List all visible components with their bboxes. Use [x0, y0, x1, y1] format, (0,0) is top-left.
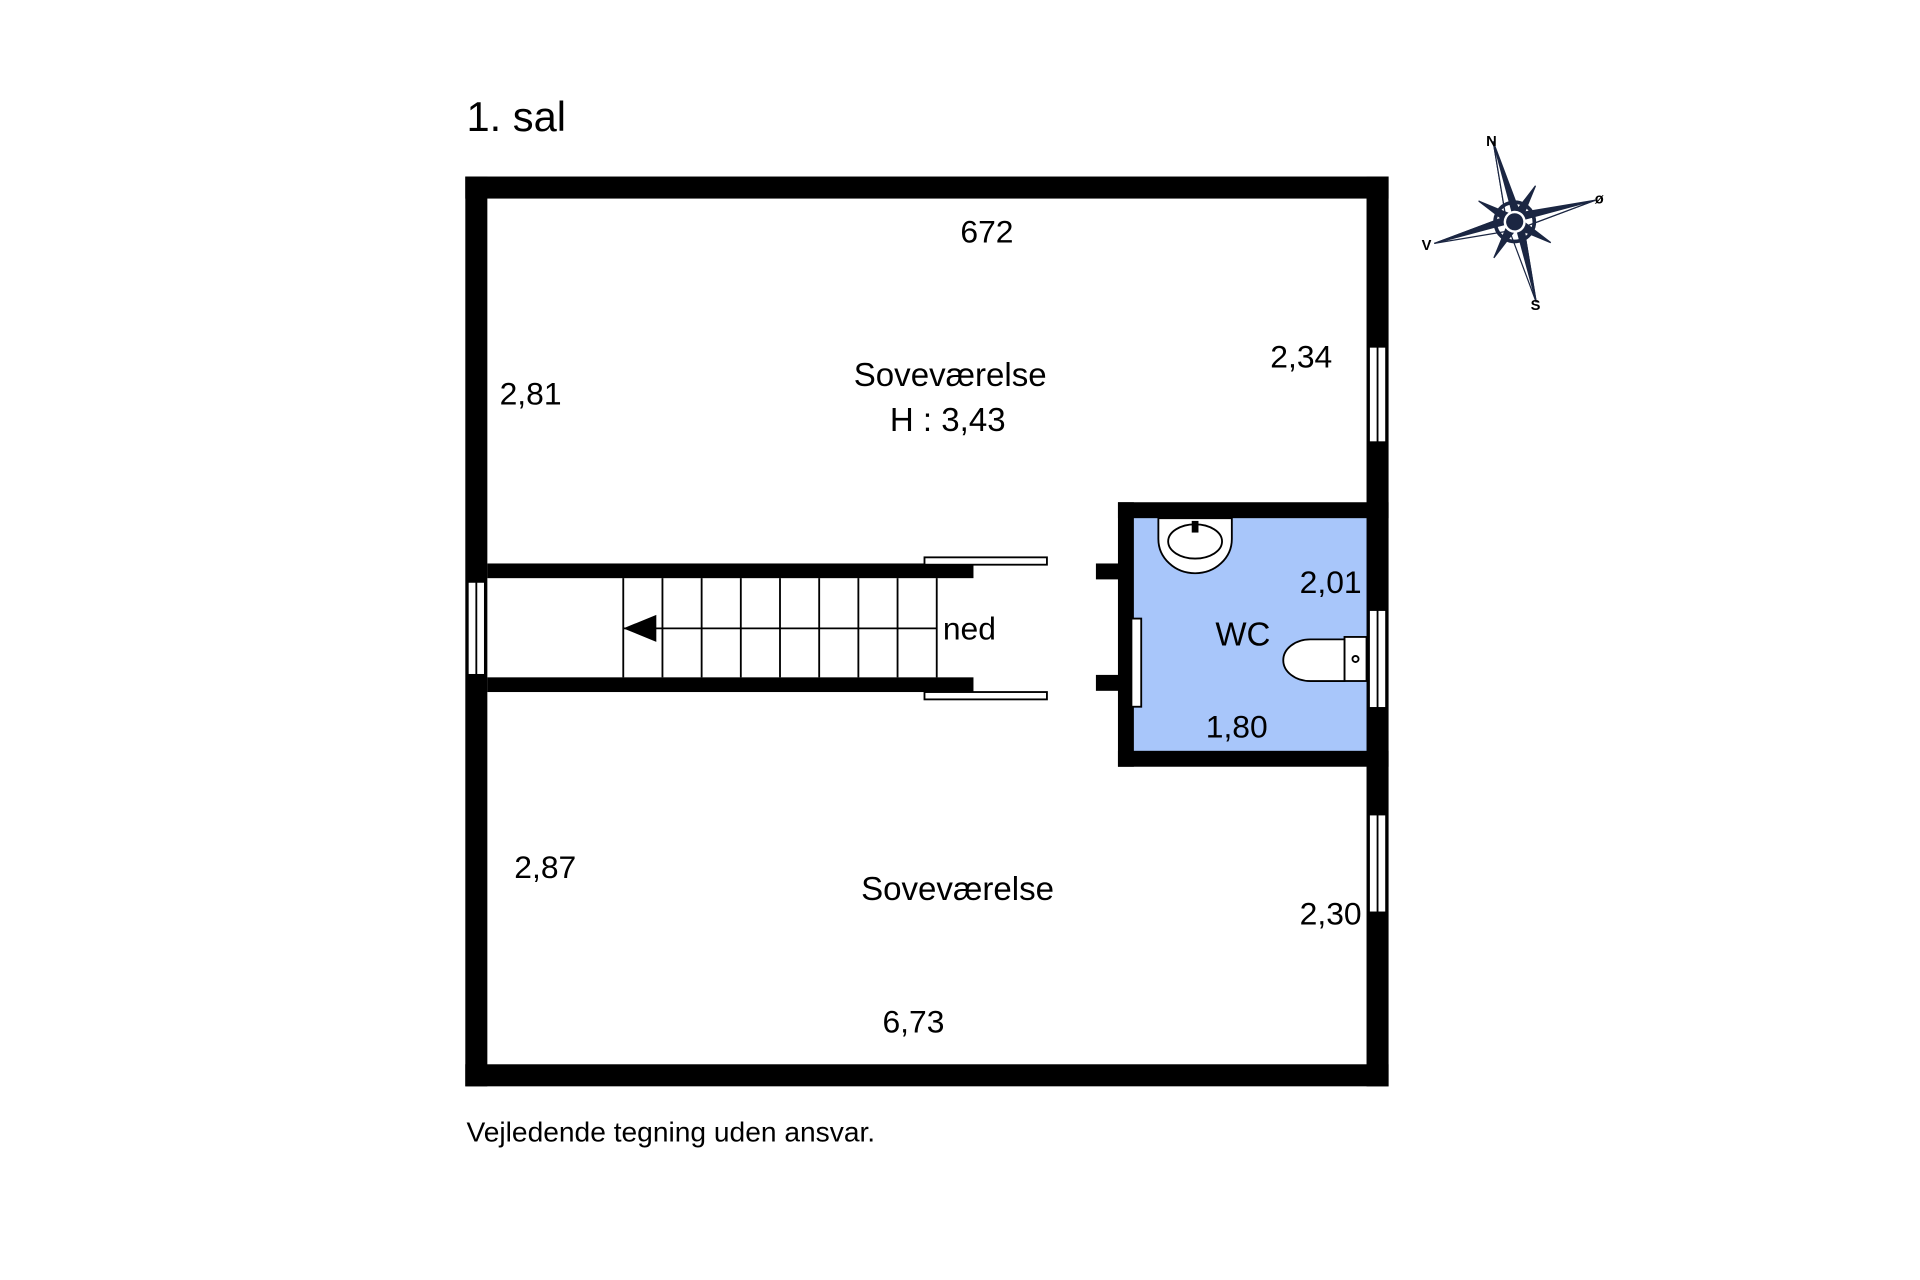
stairs-label: ned: [943, 610, 996, 646]
door-sills: [923, 556, 1048, 701]
compass-north: N: [1486, 134, 1497, 150]
stair-arrow-icon: [623, 614, 657, 642]
upper-dim-left: 2,81: [500, 375, 562, 411]
compass-south: S: [1531, 298, 1541, 314]
lower-dim-right: 2,30: [1300, 896, 1362, 932]
compass-west: V: [1422, 238, 1432, 254]
upper-dim-right: 2,34: [1270, 339, 1332, 375]
staircase: [622, 578, 938, 678]
windows: [466, 345, 1388, 914]
wc-dim-right: 2,01: [1300, 564, 1362, 600]
upper-room-height: H : 3,43: [890, 402, 1006, 439]
lower-room-name: Soveværelse: [861, 871, 1054, 908]
toilet-icon: [1282, 636, 1368, 682]
wc-name: WC: [1215, 617, 1270, 654]
disclaimer: Vejledende tegning uden ansvar.: [467, 1116, 876, 1147]
lower-dim-left: 2,87: [514, 849, 576, 885]
upper-room-name: Soveværelse: [854, 357, 1047, 394]
lower-dim-bottom: 6,73: [882, 1003, 944, 1039]
wc-dim-bottom: 1,80: [1206, 708, 1268, 744]
upper-dim-top: 672: [960, 214, 1013, 250]
compass-east: ø: [1595, 191, 1604, 207]
sink-icon: [1157, 517, 1233, 575]
compass-rose-icon: [1434, 141, 1596, 303]
floor-title: 1. sal: [467, 93, 567, 140]
